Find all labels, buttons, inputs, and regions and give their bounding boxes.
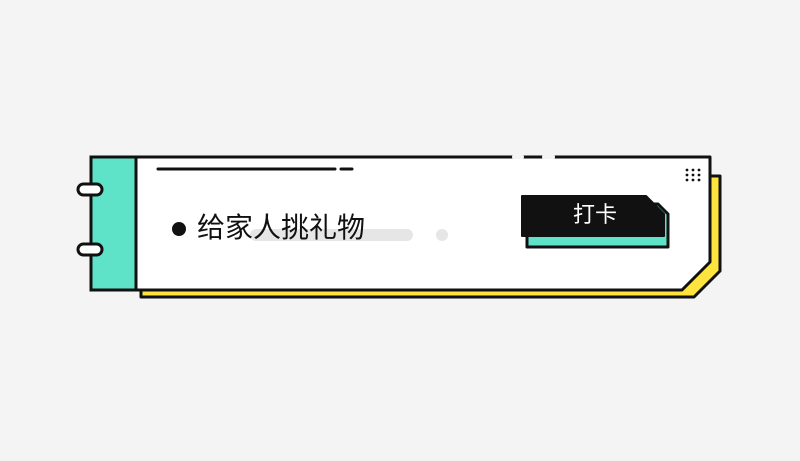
filled-circle-bullet-icon <box>172 222 186 236</box>
task-label: 给家人挑礼物 <box>197 211 366 244</box>
checkin-button-face <box>521 195 665 237</box>
binder-ring-icon <box>76 182 104 197</box>
binder-spine <box>89 155 138 292</box>
checkin-button[interactable] <box>520 195 670 250</box>
top-decor-dashes <box>156 155 555 171</box>
binder-ring-icon <box>76 242 104 257</box>
dot-grid-icon <box>685 168 701 182</box>
underline-dot-decor <box>436 229 448 241</box>
text-underline-decor <box>250 229 413 241</box>
